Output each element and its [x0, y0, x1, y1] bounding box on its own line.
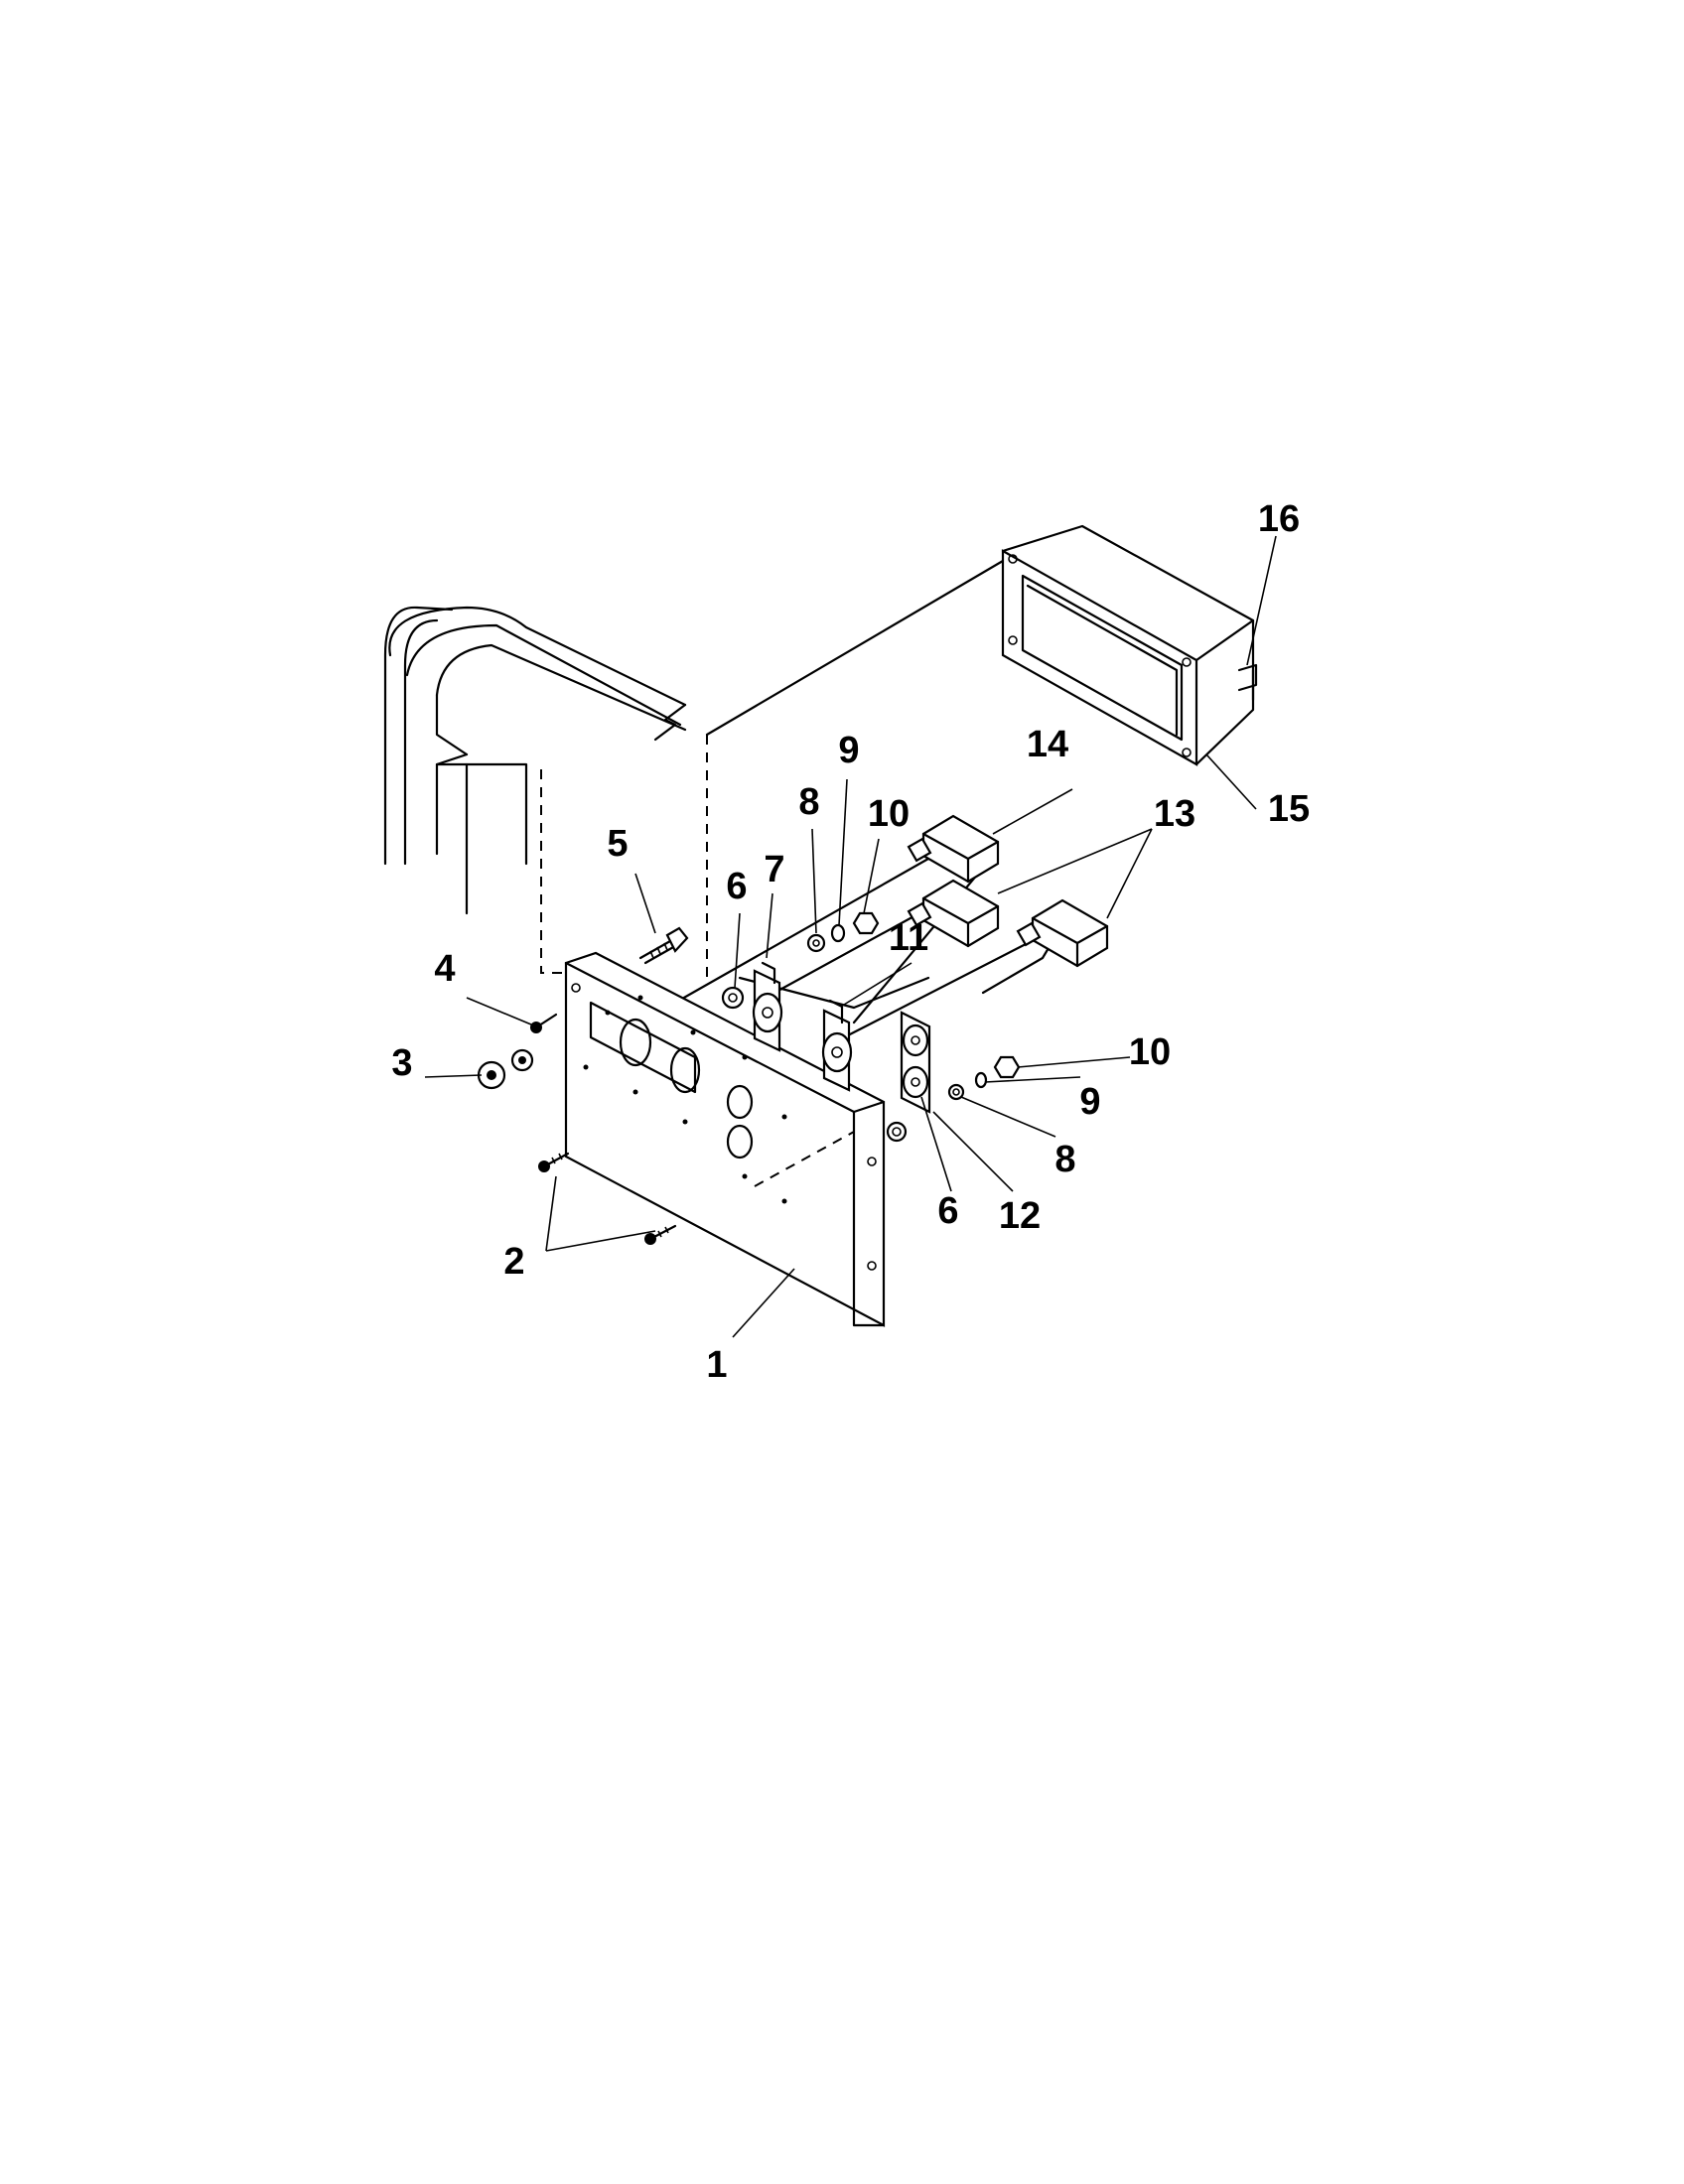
- callout-16: 16: [1258, 498, 1300, 540]
- callout-8-upper: 8: [798, 781, 819, 823]
- callout-1: 1: [706, 1344, 727, 1386]
- callout-6-upper: 6: [726, 866, 747, 907]
- leader-lines: [424, 535, 1277, 1338]
- callout-9-upper: 9: [838, 730, 859, 771]
- circuit-breaker: [907, 879, 1000, 948]
- callout-7: 7: [764, 849, 784, 890]
- callout-12: 12: [999, 1195, 1041, 1237]
- nut-washer-3: [477, 1048, 534, 1090]
- control-box: [1001, 524, 1258, 766]
- screw-2-lower: [644, 1224, 677, 1245]
- callout-6-lower: 6: [937, 1190, 958, 1232]
- panel-hidden-line: [754, 1131, 855, 1187]
- callout-4: 4: [434, 948, 455, 990]
- callout-9-lower: 9: [1079, 1081, 1100, 1123]
- receptacle-11: [821, 999, 853, 1092]
- wire: [842, 941, 1030, 1039]
- callout-10-lower: 10: [1129, 1031, 1171, 1073]
- washer-nut-upper: [806, 911, 880, 953]
- callout-5: 5: [607, 823, 628, 865]
- circuit-breaker: [907, 814, 1000, 884]
- nut-6-lower: [886, 1121, 908, 1143]
- callout-3: 3: [391, 1042, 412, 1084]
- callout-11: 11: [889, 917, 928, 959]
- control-panel: [564, 951, 886, 1327]
- receptacle-7: [752, 961, 783, 1052]
- callout-2: 2: [503, 1241, 524, 1283]
- callout-14: 14: [1027, 724, 1068, 765]
- callout-13: 13: [1154, 793, 1195, 835]
- callout-15: 15: [1268, 788, 1310, 830]
- frame-handle: [383, 606, 687, 915]
- nut-6-upper: [721, 986, 745, 1010]
- screw-4: [530, 1013, 558, 1033]
- washer-nut-lower: [947, 1055, 1021, 1101]
- frame-edge: [705, 559, 1005, 737]
- circuit-breaker: [1016, 898, 1109, 968]
- callout-10-upper: 10: [868, 793, 910, 835]
- receptacle-12: [900, 1011, 931, 1114]
- wire: [772, 906, 930, 995]
- wire: [673, 857, 930, 1005]
- screw-2-upper: [538, 1152, 570, 1172]
- callout-8-lower: 8: [1054, 1139, 1075, 1180]
- bolt-5: [638, 926, 689, 965]
- frame-hidden-line: [540, 769, 564, 974]
